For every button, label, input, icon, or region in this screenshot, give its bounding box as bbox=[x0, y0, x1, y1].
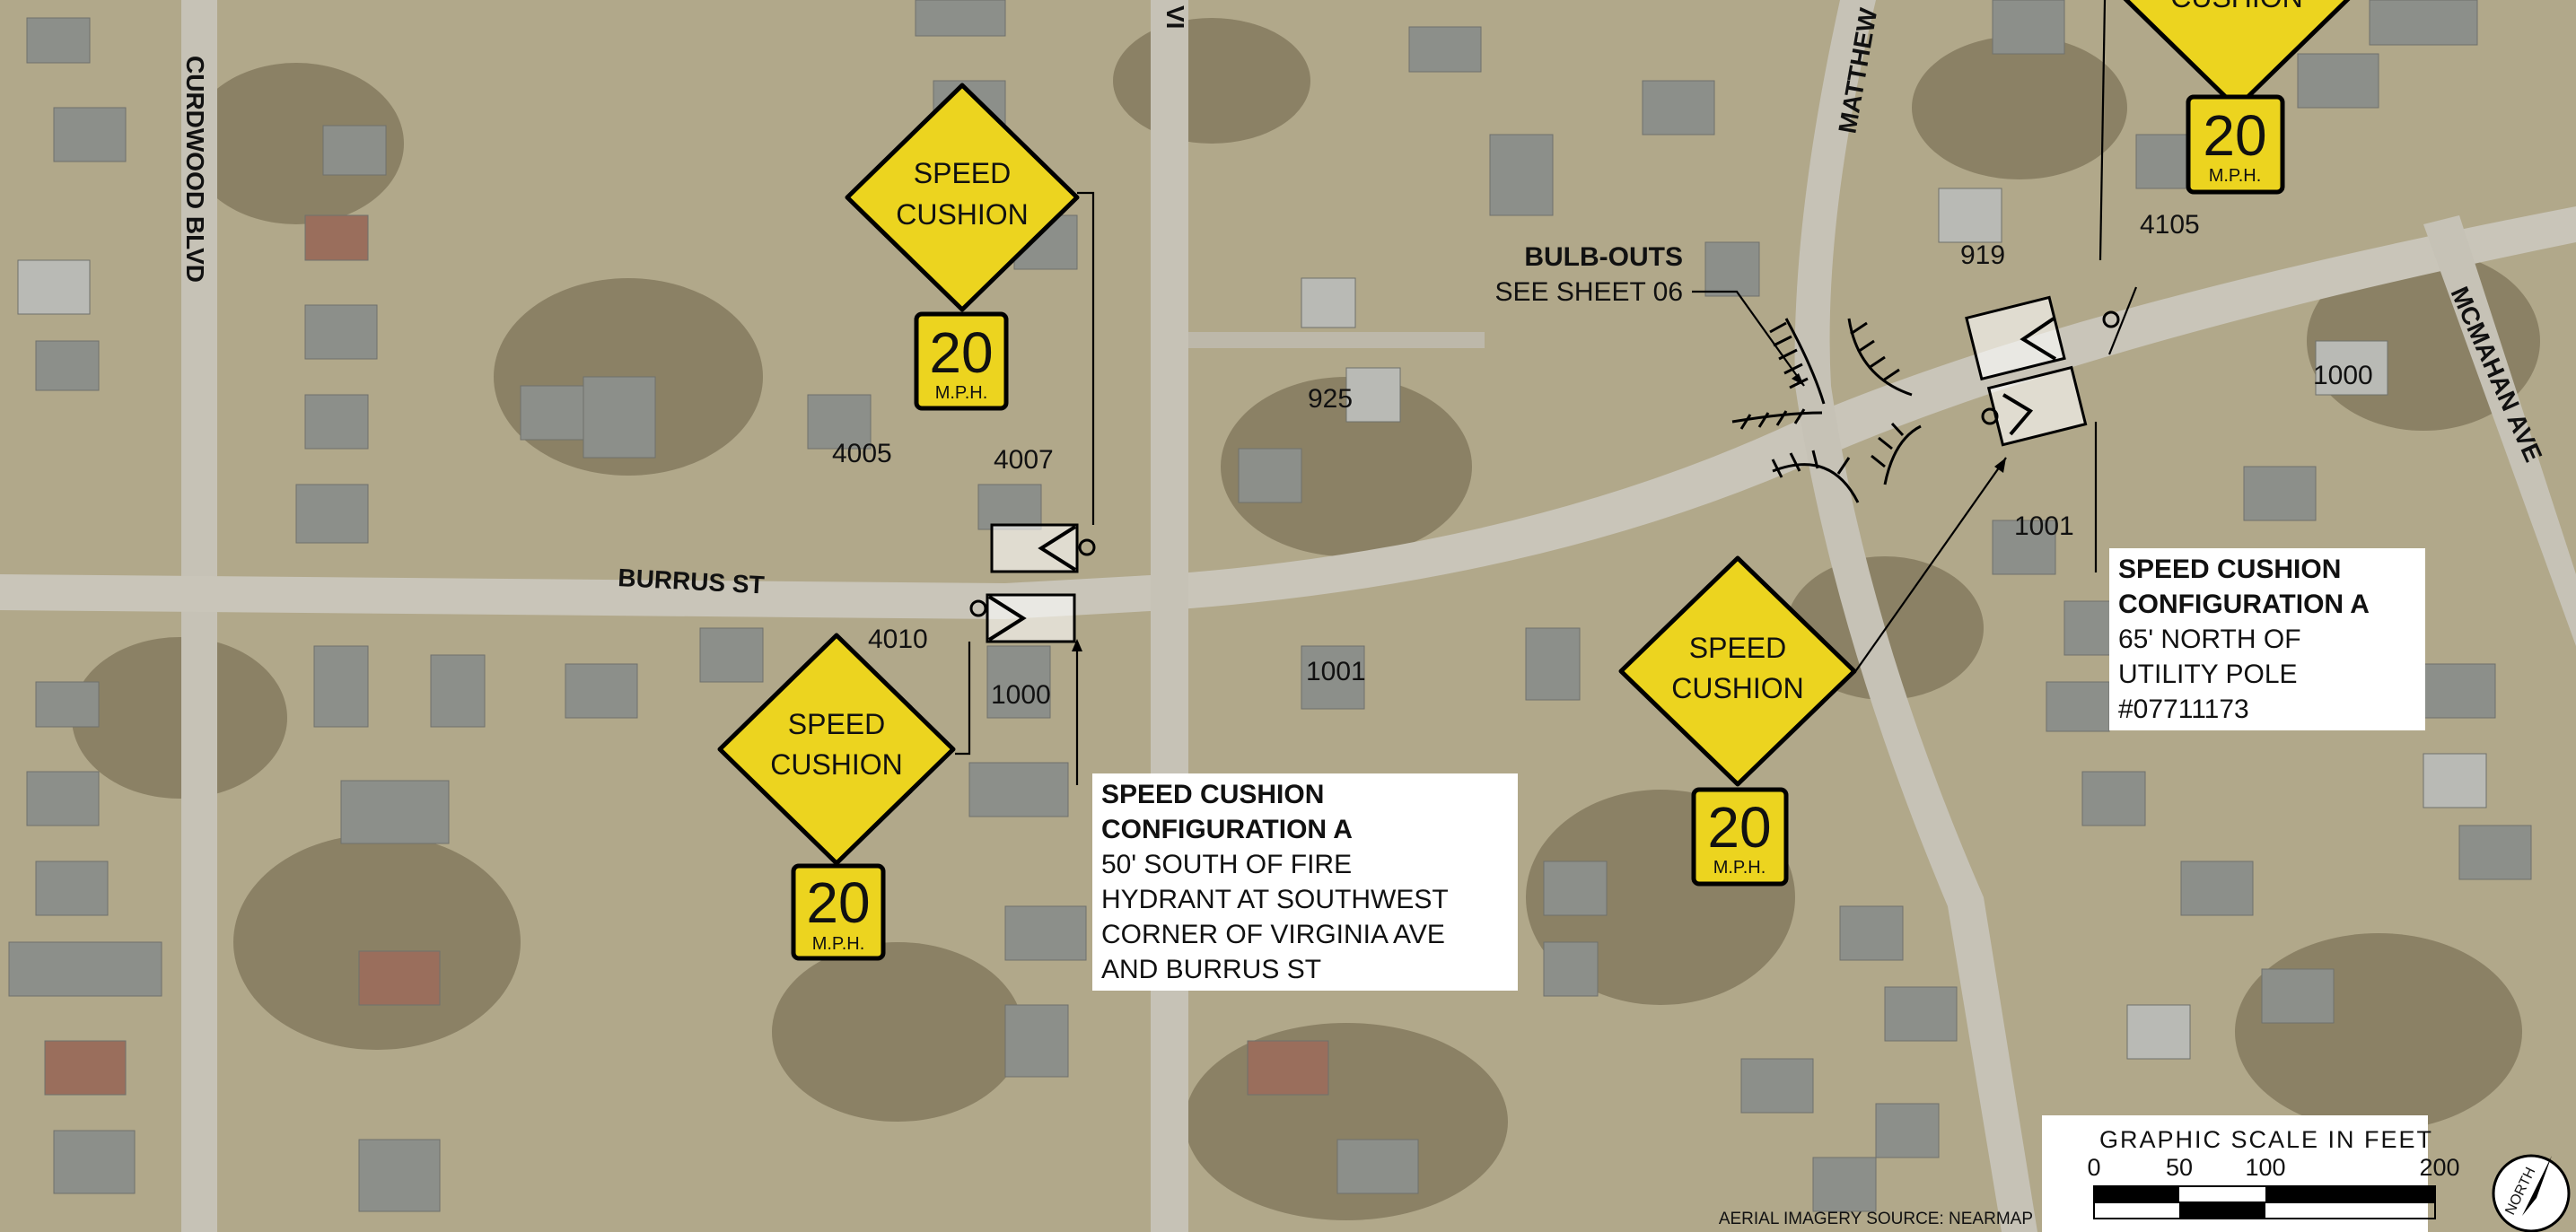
bulb-outs-marking[interactable] bbox=[1731, 318, 1922, 503]
svg-text:SPEED: SPEED bbox=[1689, 632, 1786, 664]
bulb-outs-label: BULB-OUTS SEE SHEET 06 bbox=[1463, 240, 1683, 310]
callout-east-line: UTILITY POLE bbox=[2118, 660, 2298, 689]
sign-speed-limit-ne[interactable]: 20 M.P.H. bbox=[2186, 94, 2285, 195]
address-925: 925 bbox=[1308, 384, 1353, 414]
sign-speed-cushion-se[interactable]: SPEED CUSHION bbox=[1618, 555, 1857, 787]
callout-west: SPEED CUSHION CONFIGURATION A 50' SOUTH … bbox=[1092, 773, 1518, 991]
address-919: 919 bbox=[1960, 240, 2005, 270]
address-1001-west: 1001 bbox=[1306, 657, 1366, 686]
callout-west-line: 50' SOUTH OF FIRE bbox=[1101, 850, 1353, 879]
scale-title: GRAPHIC SCALE IN FEET bbox=[2099, 1126, 2433, 1153]
svg-text:CUSHION: CUSHION bbox=[896, 198, 1029, 231]
sign-speed-limit-se[interactable]: 20 M.P.H. bbox=[1691, 787, 1789, 887]
callout-west-title2: CONFIGURATION A bbox=[1101, 815, 1353, 844]
svg-text:M.P.H.: M.P.H. bbox=[935, 383, 988, 403]
imagery-source: AERIAL IMAGERY SOURCE: NEARMAP bbox=[1719, 1210, 2033, 1228]
svg-text:M.P.H.: M.P.H. bbox=[812, 934, 865, 954]
scale-tick-50: 50 bbox=[2166, 1154, 2193, 1181]
callout-east-title2: CONFIGURATION A bbox=[2118, 590, 2370, 619]
bulb-outs-ref: SEE SHEET 06 bbox=[1494, 277, 1683, 307]
svg-text:M.P.H.: M.P.H. bbox=[1713, 858, 1766, 878]
sign-speed-limit-sw[interactable]: 20 M.P.H. bbox=[791, 863, 886, 961]
address-1000-east: 1000 bbox=[2313, 361, 2373, 390]
address-1000-west: 1000 bbox=[991, 680, 1051, 710]
svg-text:20: 20 bbox=[1707, 795, 1771, 860]
callout-west-line: HYDRANT AT SOUTHWEST bbox=[1101, 885, 1449, 914]
address-1001-east: 1001 bbox=[2014, 511, 2074, 541]
callout-east-line: #07711173 bbox=[2118, 695, 2249, 724]
graphic-scale: GRAPHIC SCALE IN FEET 0 50 100 200 bbox=[2042, 1115, 2460, 1232]
street-label-virginia: VI bbox=[1161, 5, 1189, 29]
address-4010: 4010 bbox=[868, 625, 928, 654]
svg-text:20: 20 bbox=[2203, 103, 2266, 168]
speed-cushions-east[interactable] bbox=[1965, 295, 2120, 447]
sign-speed-cushion-sw[interactable]: SPEED CUSHION bbox=[717, 633, 956, 866]
svg-text:CUSHION: CUSHION bbox=[2170, 0, 2303, 13]
scale-tick-0: 0 bbox=[2087, 1154, 2100, 1181]
callout-west-line: CORNER OF VIRGINIA AVE bbox=[1101, 920, 1445, 949]
svg-text:M.P.H.: M.P.H. bbox=[2209, 166, 2262, 186]
callout-east-title1: SPEED CUSHION bbox=[2118, 555, 2342, 584]
leader-arrows bbox=[1072, 373, 2006, 651]
scale-tick-100: 100 bbox=[2245, 1154, 2285, 1181]
buildings bbox=[8, 0, 2532, 1212]
bulb-outs-title: BULB-OUTS bbox=[1524, 242, 1683, 272]
address-4105: 4105 bbox=[2140, 210, 2200, 240]
svg-text:SPEED: SPEED bbox=[914, 157, 1011, 189]
sign-speed-limit-nw[interactable]: 20 M.P.H. bbox=[914, 311, 1009, 411]
svg-text:CUSHION: CUSHION bbox=[1671, 672, 1804, 704]
callout-west-title1: SPEED CUSHION bbox=[1101, 780, 1325, 809]
svg-text:20: 20 bbox=[929, 320, 993, 385]
address-4005: 4005 bbox=[832, 439, 892, 468]
sign-speed-cushion-nw[interactable]: SPEED CUSHION bbox=[845, 83, 1080, 312]
leader-lines bbox=[955, 0, 2138, 785]
speed-cushions-west[interactable] bbox=[969, 523, 1096, 643]
address-4007: 4007 bbox=[994, 445, 1054, 475]
callout-east-line: 65' NORTH OF bbox=[2118, 625, 2301, 654]
north-arrow: NORTH bbox=[2492, 1154, 2571, 1232]
svg-text:SPEED: SPEED bbox=[788, 708, 885, 740]
svg-text:20: 20 bbox=[806, 870, 870, 935]
scale-tick-200: 200 bbox=[2419, 1154, 2459, 1181]
callout-east: SPEED CUSHION CONFIGURATION A 65' NORTH … bbox=[2109, 548, 2425, 730]
svg-text:CUSHION: CUSHION bbox=[770, 748, 903, 781]
street-label-curdwood: CURDWOOD BLVD bbox=[181, 56, 209, 283]
callout-west-line: AND BURRUS ST bbox=[1101, 955, 1322, 984]
